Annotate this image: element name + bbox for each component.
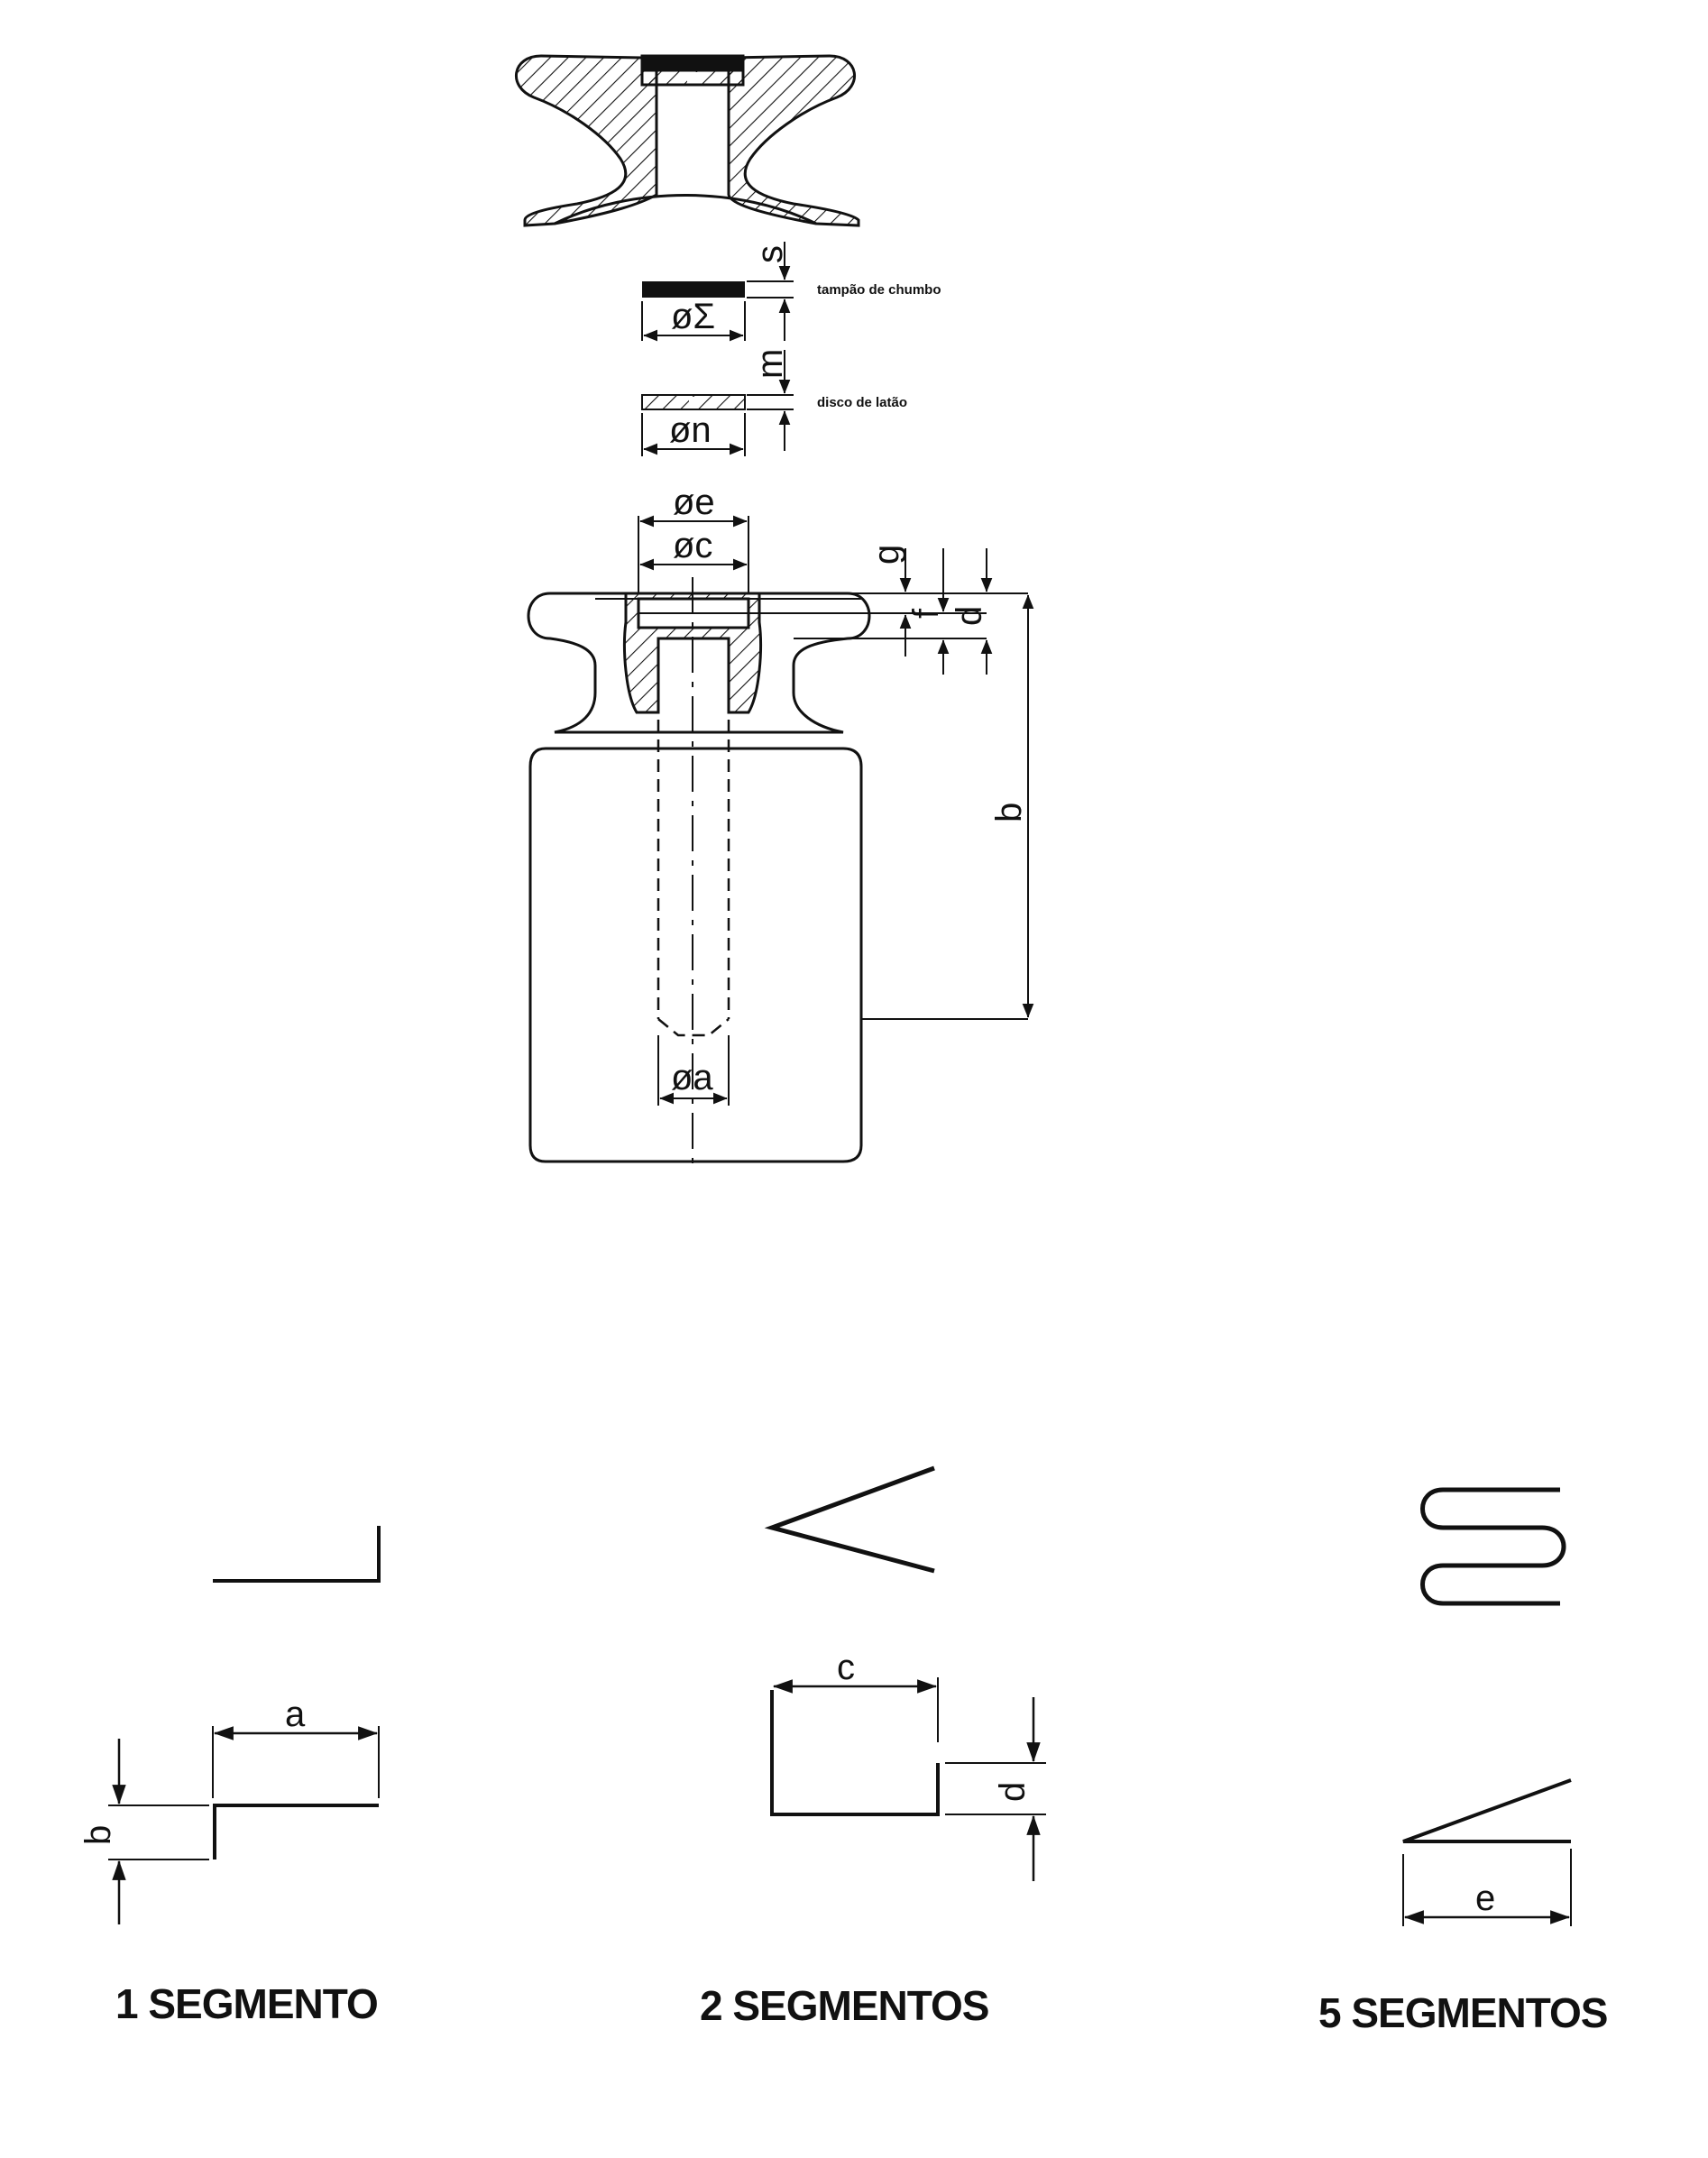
segment-five-caption: 5 SEGMENTOS xyxy=(1318,1989,1607,2036)
segment-one-dim-b-label: b xyxy=(78,1825,118,1845)
segment-two-mark xyxy=(764,1465,935,1574)
plug-diameter-label: øΣ xyxy=(671,297,715,336)
section-hatch-left xyxy=(515,54,658,227)
segment-two-caption: 2 SEGMENTOS xyxy=(700,1982,988,2029)
d-label: d xyxy=(950,606,989,626)
section-view-top xyxy=(515,54,860,227)
phi-e-label: øe xyxy=(673,482,715,522)
segment-one-detail-mark xyxy=(213,1804,379,1860)
weight-dimensions xyxy=(638,515,1034,1106)
segment-five-mark xyxy=(1420,1487,1566,1606)
g-label: g xyxy=(867,545,906,565)
segment-two-dim-d-label: d xyxy=(993,1782,1033,1802)
lead-plug-detail: øΣ s tampão de chumbo xyxy=(641,242,941,342)
disc-thickness-label: m xyxy=(750,349,790,379)
section-plug xyxy=(640,54,745,70)
segment-one-caption: 1 SEGMENTO xyxy=(115,1980,378,2027)
f-label: f xyxy=(906,608,946,619)
weight-body xyxy=(528,747,863,1163)
phi-a-label: øa xyxy=(671,1058,713,1097)
section-hatch-right xyxy=(727,54,860,227)
weight-bore-hidden xyxy=(657,640,730,1037)
lead-plug-note: tampão de chumbo xyxy=(817,282,941,298)
segment-one-dim-a-label: a xyxy=(285,1694,306,1734)
segment-one-mark xyxy=(213,1526,381,1583)
disc-diameter-label: øn xyxy=(669,410,712,450)
segment-five-detail-mark xyxy=(1402,1778,1572,1843)
lead-plug-bar xyxy=(642,281,745,298)
segment-one-group xyxy=(108,1526,381,1924)
section-bottom-arc xyxy=(554,194,817,225)
segment-two-group xyxy=(764,1465,1046,1881)
segment-five-group xyxy=(1402,1487,1572,1926)
brass-disc-note: disco de latão xyxy=(817,395,907,410)
b-label: b xyxy=(989,803,1029,822)
segment-two-dim-c-label: c xyxy=(837,1648,855,1687)
segment-two-detail-mark xyxy=(770,1690,940,1816)
plug-thickness-label: s xyxy=(750,245,790,263)
brass-disc-detail: øn m disco de latão xyxy=(641,349,907,456)
phi-c-label: øc xyxy=(673,526,712,565)
segment-five-dim-e-label: e xyxy=(1475,1878,1495,1918)
